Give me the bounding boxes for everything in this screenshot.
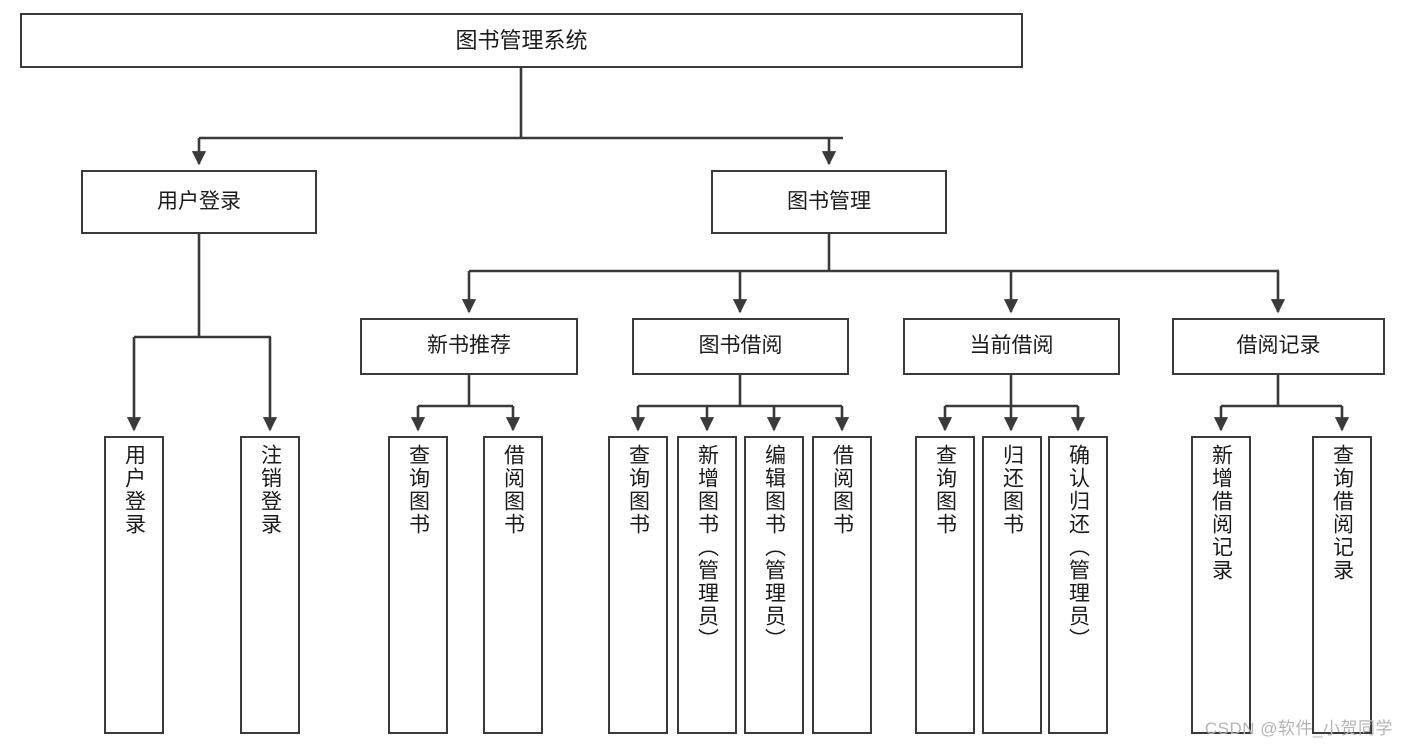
leaf-user-login[interactable]: 用户登录 (104, 436, 164, 734)
node-book-borrow-label: 图书借阅 (698, 334, 783, 358)
node-new-book-recommend-label: 新书推荐 (427, 334, 511, 358)
leaf-edit-book-label: 编辑图书（管理员） (762, 444, 786, 651)
leaf-add-record-label: 新增借阅记录 (1209, 444, 1233, 582)
node-borrow-record[interactable]: 借阅记录 (1172, 318, 1385, 375)
leaf-return-book[interactable]: 归还图书 (982, 436, 1042, 734)
leaf-edit-book[interactable]: 编辑图书（管理员） (744, 436, 804, 734)
leaf-confirm-return-label: 确认归还（管理员） (1066, 444, 1090, 651)
csdn-watermark: CSDN @软件_小贺同学 (1204, 719, 1393, 738)
leaf-add-book-label: 新增图书（管理员） (695, 444, 719, 651)
node-borrow-record-label: 借阅记录 (1236, 334, 1321, 358)
node-current-borrow-label: 当前借阅 (969, 334, 1054, 358)
leaf-query-record[interactable]: 查询借阅记录 (1312, 436, 1372, 734)
leaf-query-book-2-label: 查询图书 (626, 444, 650, 536)
node-user-login[interactable]: 用户登录 (81, 170, 317, 234)
leaf-borrow-book-1[interactable]: 借阅图书 (483, 436, 543, 734)
node-user-login-label: 用户登录 (157, 189, 241, 213)
leaf-logout-login[interactable]: 注销登录 (240, 436, 300, 734)
leaf-borrow-book-2[interactable]: 借阅图书 (812, 436, 872, 734)
leaf-add-book[interactable]: 新增图书（管理员） (677, 436, 737, 734)
node-root[interactable]: 图书管理系统 (20, 13, 1023, 68)
node-current-borrow[interactable]: 当前借阅 (903, 318, 1120, 375)
leaf-query-book-1-label: 查询图书 (406, 444, 430, 536)
leaf-borrow-book-2-label: 借阅图书 (830, 444, 854, 536)
leaf-query-record-label: 查询借阅记录 (1330, 444, 1354, 582)
leaf-return-book-label: 归还图书 (1000, 444, 1024, 536)
node-book-manage[interactable]: 图书管理 (711, 170, 947, 234)
leaf-query-book-2[interactable]: 查询图书 (608, 436, 668, 734)
leaf-query-book-3[interactable]: 查询图书 (915, 436, 975, 734)
leaf-logout-login-label: 注销登录 (258, 444, 282, 536)
node-root-label: 图书管理系统 (455, 27, 588, 53)
node-book-borrow[interactable]: 图书借阅 (632, 318, 849, 375)
leaf-confirm-return[interactable]: 确认归还（管理员） (1048, 436, 1108, 734)
node-new-book-recommend[interactable]: 新书推荐 (360, 318, 578, 375)
leaf-borrow-book-1-label: 借阅图书 (501, 444, 525, 536)
leaf-user-login-label: 用户登录 (122, 444, 146, 536)
leaf-add-record[interactable]: 新增借阅记录 (1191, 436, 1251, 734)
node-book-manage-label: 图书管理 (787, 189, 871, 213)
leaf-query-book-1[interactable]: 查询图书 (388, 436, 448, 734)
leaf-query-book-3-label: 查询图书 (933, 444, 957, 536)
